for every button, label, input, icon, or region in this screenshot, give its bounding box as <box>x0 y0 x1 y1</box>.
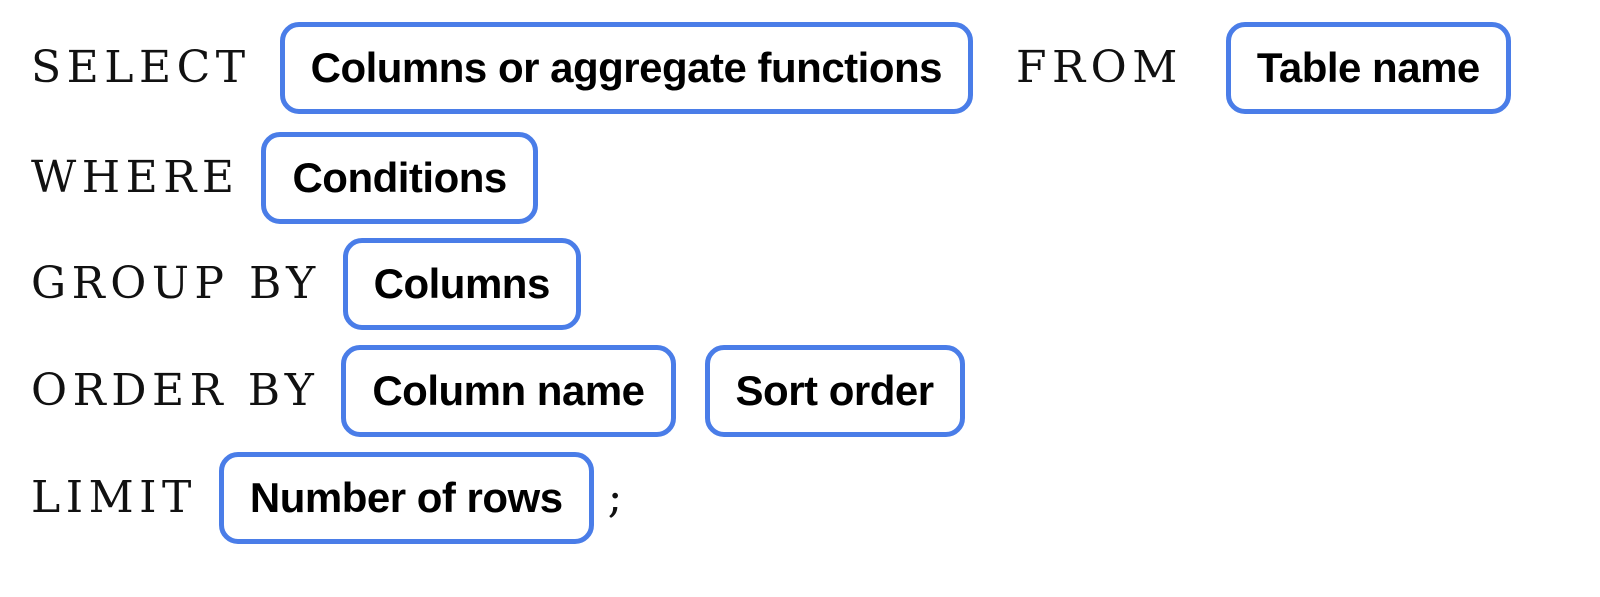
sql-keyword-select: SELECT <box>31 41 251 93</box>
slot-order-by-sort-order[interactable]: Sort order <box>704 344 965 437</box>
sql-keyword-limit: LIMIT <box>31 471 197 523</box>
slot-limit-number-of-rows[interactable]: Number of rows <box>218 451 594 544</box>
clause-line-where: WHERE Conditions <box>0 124 1600 231</box>
sql-keyword-order-by: ORDER BY <box>31 364 320 416</box>
slot-order-by-column-name[interactable]: Column name <box>341 344 676 437</box>
clause-line-limit: LIMIT Number of rows ; <box>0 444 1600 551</box>
slot-label-where-conditions: Conditions <box>292 153 507 201</box>
slot-label-select-columns: Columns or aggregate functions <box>310 43 943 91</box>
slot-label-limit-number-of-rows: Number of rows <box>249 473 563 521</box>
slot-label-order-by-sort-order: Sort order <box>735 366 935 414</box>
clause-line-select: SELECT Columns or aggregate functions FR… <box>0 14 1600 121</box>
slot-label-group-by-columns: Columns <box>373 259 551 307</box>
sql-keyword-from: FROM <box>1016 41 1183 93</box>
clause-line-order-by: ORDER BY Column name Sort order <box>0 337 1600 444</box>
sql-keyword-group-by: GROUP BY <box>31 257 321 309</box>
slot-label-order-by-column-name: Column name <box>372 366 645 414</box>
sql-keyword-where: WHERE <box>31 151 240 203</box>
slot-label-from-table-name: Table name <box>1256 43 1480 91</box>
clause-line-group-by: GROUP BY Columns <box>0 230 1600 337</box>
slot-group-by-columns[interactable]: Columns <box>342 237 581 330</box>
slot-where-conditions[interactable]: Conditions <box>261 131 538 224</box>
slot-select-columns[interactable]: Columns or aggregate functions <box>279 21 974 114</box>
statement-terminator-semicolon: ; <box>607 471 623 523</box>
slot-from-table-name[interactable]: Table name <box>1225 21 1511 114</box>
